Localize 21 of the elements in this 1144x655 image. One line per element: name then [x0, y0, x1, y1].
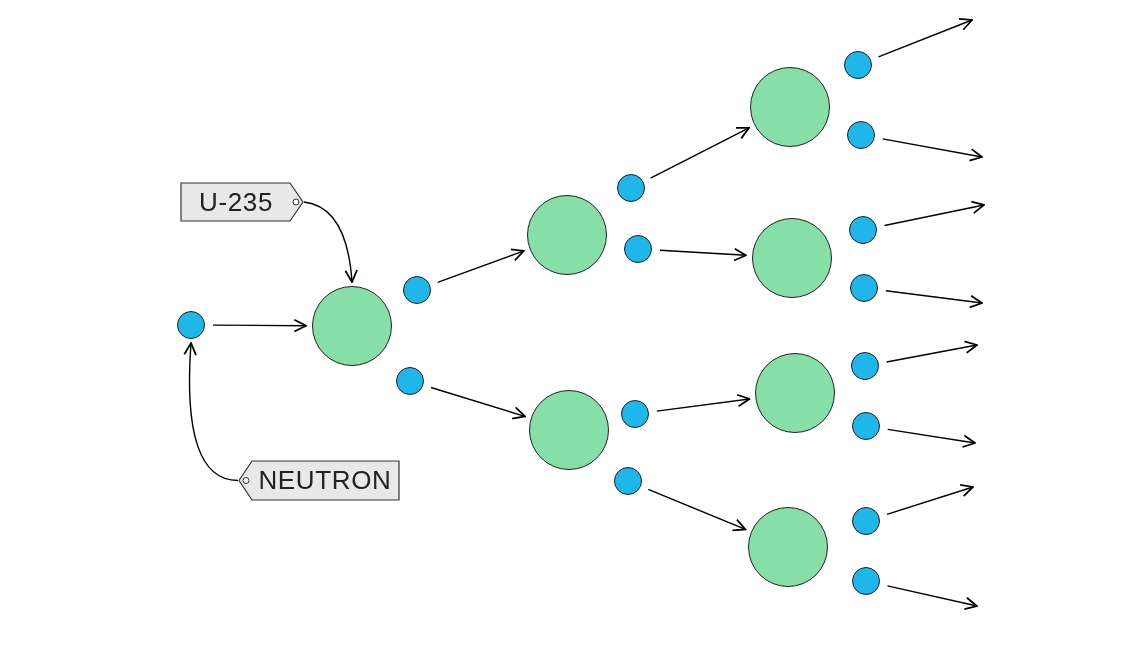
tag-label: NEUTRON: [257, 464, 392, 497]
leader-arrow: [183, 342, 239, 482]
arrow: [212, 318, 307, 333]
arrow: [886, 585, 978, 610]
leader-arrow: [303, 201, 358, 283]
label-tag: [180, 182, 304, 222]
arrow: [887, 428, 976, 448]
arrow: [659, 247, 747, 262]
arrow: [430, 386, 526, 420]
arrow: [649, 127, 750, 179]
arrow: [436, 248, 525, 284]
arrow: [656, 393, 751, 412]
label-tag: [238, 460, 400, 501]
arrow: [885, 290, 983, 309]
arrow: [886, 484, 974, 516]
arrow: [881, 138, 983, 162]
arrow: [647, 488, 747, 532]
arrow: [883, 200, 985, 227]
arrow: [877, 18, 973, 58]
arrow: [885, 340, 978, 363]
tag-label: U-235: [198, 185, 275, 219]
